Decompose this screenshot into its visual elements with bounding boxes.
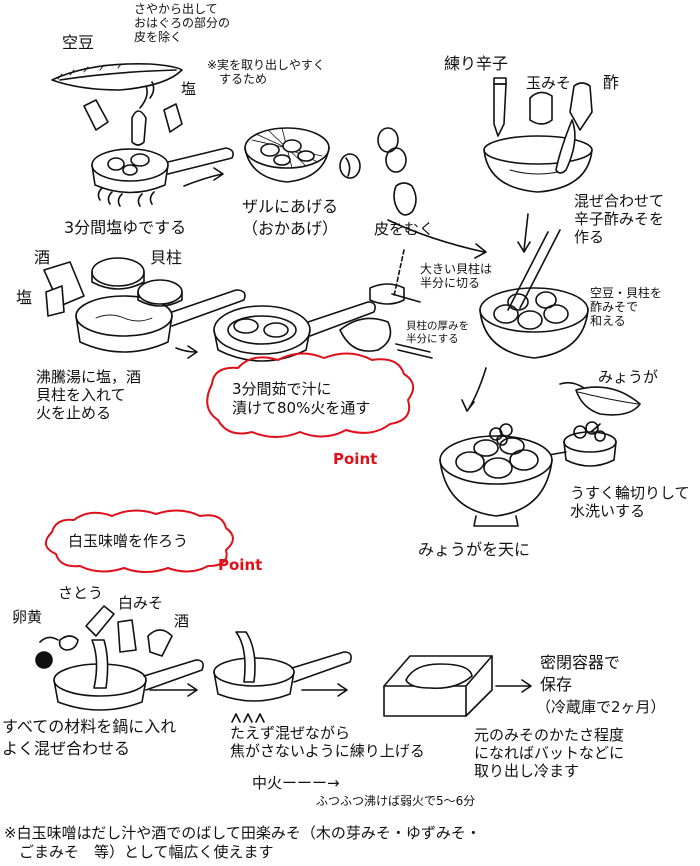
footnote: ※白玉味噌はだし汁や酒でのばして田楽みそ（木の芽みそ・ゆずみそ・ ごまみそ 等）… (4, 824, 481, 861)
boiling-pan-2 (75, 257, 246, 353)
label-medium-heat: 中火ーーー→ (252, 774, 340, 792)
point-label-2: Point (218, 556, 263, 574)
point-label-1: Point (333, 450, 378, 468)
boiling-pan-1 (91, 147, 234, 207)
bean-pod-drawing (51, 63, 183, 91)
label-tamamiso: 玉みそ (526, 74, 572, 92)
arrow-5 (461, 367, 487, 412)
label-peel-skin: 皮をむく (374, 220, 435, 238)
mustard-tube-drawing (493, 77, 507, 137)
peeled-bean-drawing (339, 127, 417, 216)
label-low-heat: ふつふつ沸けば弱火で5～6分 (316, 794, 476, 808)
salt-packet-drawing (83, 81, 183, 146)
point-bubble-2 (45, 509, 234, 573)
label-note-reason: ※実を取り出しやすく するため (207, 58, 325, 86)
label-mix-karashi-sumiso: 混ぜ合わせて 辛子酢みそを 作る (574, 192, 665, 246)
label-sake-1: 酒 (34, 248, 51, 267)
ingredients-drawing (35, 605, 173, 669)
label-mustard: 練り辛子 (444, 54, 509, 73)
label-soramame: 空豆 (62, 33, 95, 52)
label-drain: ザルにあげる （おかあげ） (242, 197, 339, 238)
mixing-pan-3 (53, 639, 204, 711)
arrow-2 (387, 219, 487, 259)
mixing-bowl-2 (479, 229, 589, 359)
label-boil-3min: 3分間塩ゆでする (64, 218, 187, 237)
myoga-drawing (559, 381, 641, 416)
label-keep-stirring: たえず混ぜながら 焦がさないように練り上げる (230, 724, 425, 760)
serving-bowl (439, 423, 553, 527)
label-boiling-water: 沸騰湯に塩，酒 貝柱を入れて 火を止める (36, 368, 142, 422)
arrow-3 (517, 213, 531, 253)
soaking-pan (213, 301, 376, 362)
tray-drawing (383, 655, 493, 717)
miso-drawing (529, 91, 553, 125)
arrow-8 (149, 683, 198, 697)
label-salt-1: 塩 (181, 80, 197, 98)
arrow-1 (183, 167, 224, 187)
label-halve-thickness: 貝柱の厚みを 半分にする (406, 320, 469, 345)
label-mix-all: すべての材料を鍋に入れ よく混ぜ合わせる (2, 717, 177, 758)
sliced-myoga-drawing (563, 421, 617, 467)
bubble-text-2: 白玉味噌を作ろう (68, 532, 189, 550)
label-egg-yolk: 卵黄 (12, 608, 43, 626)
point-bubble-1 (206, 352, 415, 438)
mixing-bowl-1 (483, 119, 593, 193)
label-white-miso: 白みそ (118, 594, 164, 612)
bubble-text-1: 3分間茹で汁に 漬けて80%火を通す (232, 380, 371, 417)
label-peel-instructions: さやから出して おはぐろの部分の 皮を除く (134, 2, 231, 44)
arrow-4 (175, 345, 198, 359)
arrow-9 (301, 683, 348, 697)
label-slice-wash: うすく輪切りして 水洗いする (570, 484, 690, 520)
strainer-drawing (244, 127, 330, 183)
label-dress: 空豆・貝柱を 酢みそで 和える (590, 286, 663, 328)
label-cut-large-scallop: 大きい貝柱は 半分に切る (420, 262, 493, 290)
cut-scallop-drawing (339, 249, 433, 359)
arrow-10 (495, 679, 532, 693)
label-myoga: みょうが (598, 368, 659, 386)
label-storage: 密閉容器で 保存 (540, 653, 621, 694)
label-scallop: 貝柱 (150, 248, 183, 267)
label-myoga-top: みょうがを天に (418, 540, 531, 559)
label-vinegar: 酢 (603, 73, 620, 92)
cooking-pan (213, 631, 352, 723)
label-cool-down: 元のみそのかたさ程度 になればバットなどに 取り出し冷ます (474, 726, 625, 780)
label-fridge-2months: （冷蔵庫で2ヶ月） (536, 698, 666, 716)
label-salt-2: 塩 (16, 288, 33, 307)
sake-bottle-drawing (43, 261, 85, 317)
label-sake-2: 酒 (174, 612, 190, 630)
vinegar-bottle-drawing (569, 82, 593, 131)
label-sugar: さとう (58, 584, 104, 602)
